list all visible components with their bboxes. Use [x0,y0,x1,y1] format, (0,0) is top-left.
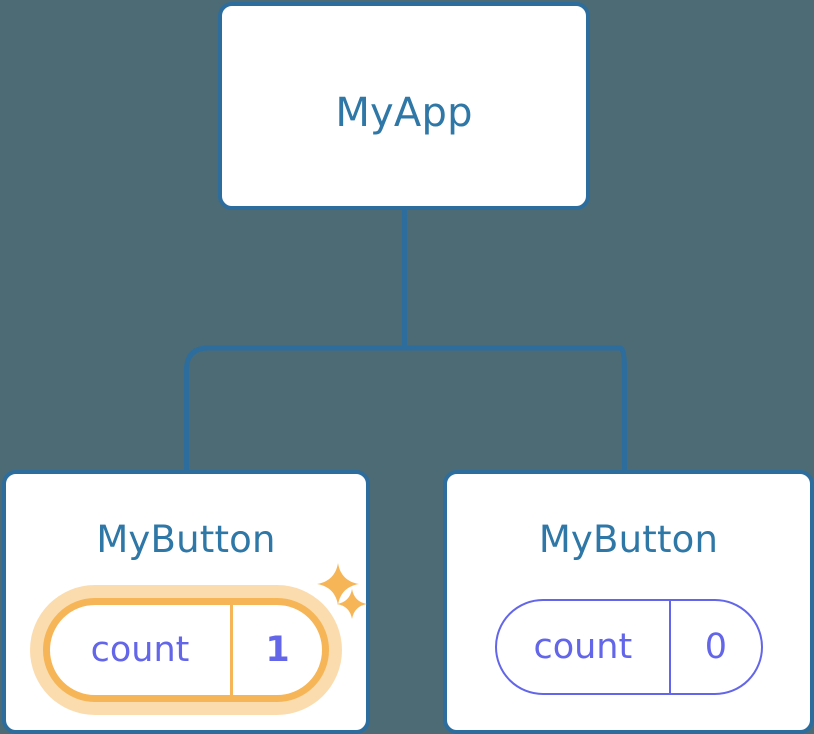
node-mybutton-left-label: MyButton [96,518,276,561]
node-mybutton-right-label: MyButton [538,518,719,561]
sparkle-small-icon [337,589,367,619]
state-value-right: 0 [669,601,760,693]
state-value-left: 1 [230,605,322,695]
node-mybutton-left[interactable]: MyButton count 1 [2,470,370,734]
node-myapp[interactable]: MyApp [218,2,590,210]
state-key-left: count [90,630,190,670]
state-pill-left[interactable]: count 1 [43,598,329,702]
node-myapp-label: MyApp [335,90,473,136]
state-pill-left-wrap: count 1 [6,585,366,715]
state-pill-right-wrap: count 0 [447,592,810,702]
state-pill-right[interactable]: count 0 [494,599,763,695]
sparkle-large-icon [317,563,359,605]
state-key-right: count [533,627,633,667]
node-mybutton-right[interactable]: MyButton count 0 [443,470,814,734]
